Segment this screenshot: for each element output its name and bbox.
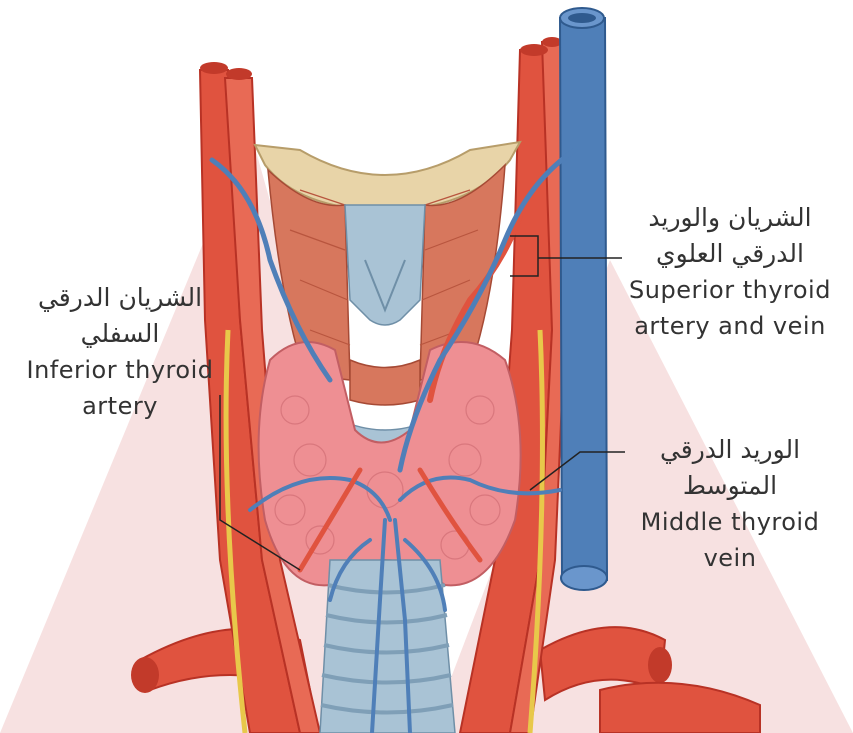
superior-thyroid-label-english-2: artery and vein — [612, 308, 848, 344]
middle-thyroid-label: الوريد الدرقي المتوسط Middle thyroid vei… — [612, 432, 848, 576]
inferior-thyroid-label-arabic-1: الشريان الدرقي — [4, 280, 236, 316]
middle-thyroid-label-arabic-1: الوريد الدرقي — [612, 432, 848, 468]
superior-thyroid-label: الشريان والوريد الدرقي العلوي Superior t… — [612, 200, 848, 344]
inferior-thyroid-label: الشريان الدرقي السفلي Inferior thyroid a… — [4, 280, 236, 424]
middle-thyroid-label-arabic-2: المتوسط — [612, 468, 848, 504]
superior-thyroid-label-arabic-1: الشريان والوريد — [612, 200, 848, 236]
middle-thyroid-label-english-2: vein — [612, 540, 848, 576]
internal-jugular-vein — [560, 8, 607, 590]
inferior-thyroid-label-arabic-2: السفلي — [4, 316, 236, 352]
inferior-thyroid-label-english-2: artery — [4, 388, 236, 424]
superior-thyroid-label-english-1: Superior thyroid — [612, 272, 848, 308]
trachea — [320, 560, 455, 733]
superior-thyroid-label-arabic-2: الدرقي العلوي — [612, 236, 848, 272]
inferior-thyroid-label-english-1: Inferior thyroid — [4, 352, 236, 388]
middle-thyroid-label-english-1: Middle thyroid — [612, 504, 848, 540]
